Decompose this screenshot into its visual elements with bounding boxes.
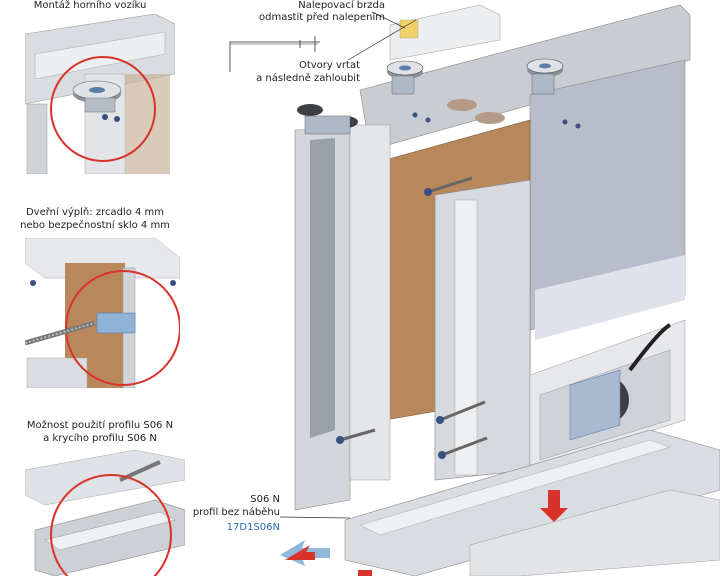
label-profile-line1: S06 N [250, 494, 280, 505]
detail-door-infill [25, 238, 180, 388]
label-holes-line2: a následně zahloubit [256, 73, 360, 84]
main-assembly-svg [229, 4, 720, 576]
top-wheel-3 [447, 99, 505, 124]
vertical-profile-middle [434, 179, 531, 481]
detail-top-carriage [25, 14, 175, 174]
caption-profile-line2: a krycího profilu S06 N [43, 433, 157, 444]
highlight-circle [50, 56, 156, 162]
top-wheel-1 [386, 60, 424, 95]
caption-top-carriage: Montáž horního vozíku [33, 0, 147, 11]
main-assembly-drawing [200, 0, 720, 576]
cover-profile [469, 489, 720, 576]
arrow-down-red [540, 490, 568, 522]
caption-infill-line1: Dveřní výplň: zrcadlo 4 mm [25, 207, 165, 218]
detail-top-carriage-drawing [25, 14, 175, 174]
caption-profile-line1: Možnost použití profilu S06 N [26, 420, 174, 431]
floor-rail-s06n [344, 429, 720, 576]
top-wheel-2 [526, 58, 564, 95]
label-brake-line2: odmastit před nalepením [258, 12, 385, 23]
detail-door-infill-drawing [25, 238, 180, 388]
detail-s06n-profile [25, 450, 185, 576]
label-brake-line1: Nalepovací brzda [298, 0, 385, 11]
top-wheel-4 [297, 104, 358, 135]
detail-s06n-profile-drawing [25, 450, 185, 576]
label-profile-code: 17D1S06N [226, 522, 280, 533]
label-holes-line1: Otvory vrtat [298, 60, 360, 71]
label-profile-line2: profil bez náběhu [192, 507, 280, 518]
arrow-red [285, 545, 315, 560]
highlight-circle [65, 270, 180, 386]
highlight-circle [50, 474, 172, 576]
caption-infill-line2: nebo bezpečnostní sklo 4 mm [20, 220, 170, 231]
